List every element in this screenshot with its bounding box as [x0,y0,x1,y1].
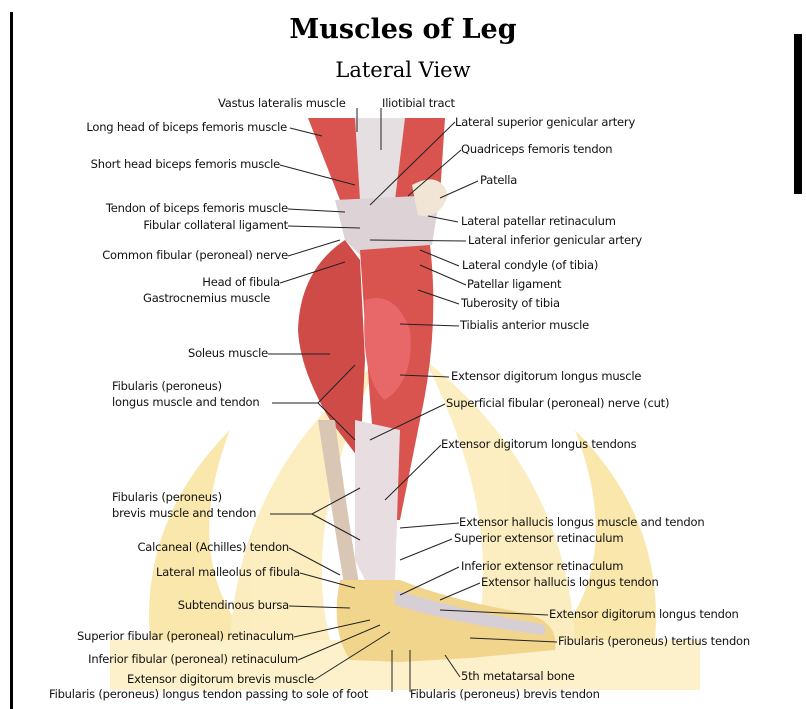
label-quadriceps-tendon: Quadriceps femoris tendon [461,143,612,156]
label-inferior-extensor-retinaculum: Inferior extensor retinaculum [461,560,623,573]
label-calcaneal-tendon: Calcaneal (Achilles) tendon [137,541,289,554]
label-long-head-biceps: Long head of biceps femoris muscle [86,121,287,134]
label-fibularis-tertius: Fibularis (peroneus) tertius tendon [558,635,750,648]
label-fibularis-brevis-tendon: Fibularis (peroneus) brevis tendon [410,688,600,701]
label-lateral-condyle: Lateral condyle (of tibia) [462,259,598,272]
label-fibular-collateral: Fibular collateral ligament [143,219,288,232]
label-soleus: Soleus muscle [188,347,268,360]
label-lateral-inferior-genicular: Lateral inferior genicular artery [468,234,642,247]
label-lateral-malleolus: Lateral malleolus of fibula [156,566,300,579]
label-fibularis-longus-line1: Fibularis (peroneus) [112,380,222,393]
label-gastrocnemius: Gastrocnemius muscle [143,292,270,305]
label-tendon-biceps: Tendon of biceps femoris muscle [106,202,288,215]
label-vastus-lateralis: Vastus lateralis muscle [218,97,346,110]
label-iliotibial-tract: Iliotibial tract [382,97,455,110]
label-superior-extensor-retinaculum: Superior extensor retinaculum [454,532,623,545]
label-lateral-patellar-retinaculum: Lateral patellar retinaculum [461,215,616,228]
lower-leg-tendons [355,420,400,590]
label-fibularis-longus-tendon-sole: Fibularis (peroneus) longus tendon passi… [49,688,368,701]
label-superficial-fibular-nerve: Superficial fibular (peroneal) nerve (cu… [446,397,669,410]
label-patellar-ligament: Patellar ligament [467,278,561,291]
label-tibialis-anterior: Tibialis anterior muscle [460,319,589,332]
label-inferior-fibular-retinaculum: Inferior fibular (peroneal) retinaculum [88,653,298,666]
label-edb-muscle: Extensor digitorum brevis muscle [127,673,314,686]
label-edl-tendons: Extensor digitorum longus tendons [441,438,636,451]
label-fibularis-longus-line2: longus muscle and tendon [112,396,259,409]
label-superior-fibular-retinaculum: Superior fibular (peroneal) retinaculum [77,630,294,643]
label-edl-tendon: Extensor digitorum longus tendon [549,608,739,621]
label-fifth-metatarsal: 5th metatarsal bone [461,670,575,683]
label-fibularis-brevis-line1: Fibularis (peroneus) [112,491,222,504]
label-ehl-muscle-tendon: Extensor hallucis longus muscle and tend… [459,516,704,529]
label-tuberosity-tibia: Tuberosity of tibia [461,297,560,310]
label-head-of-fibula: Head of fibula [202,276,280,289]
label-common-fibular-nerve: Common fibular (peroneal) nerve [102,249,288,262]
label-patella: Patella [480,174,517,187]
label-subtendinous-bursa: Subtendinous bursa [178,599,289,612]
patella-bone [412,179,448,215]
label-lateral-superior-genicular: Lateral superior genicular artery [455,116,635,129]
label-ehl-tendon: Extensor hallucis longus tendon [481,576,659,589]
label-fibularis-brevis-line2: brevis muscle and tendon [112,507,256,520]
label-edl-muscle: Extensor digitorum longus muscle [451,370,641,383]
label-short-head-biceps: Short head biceps femoris muscle [91,158,280,171]
